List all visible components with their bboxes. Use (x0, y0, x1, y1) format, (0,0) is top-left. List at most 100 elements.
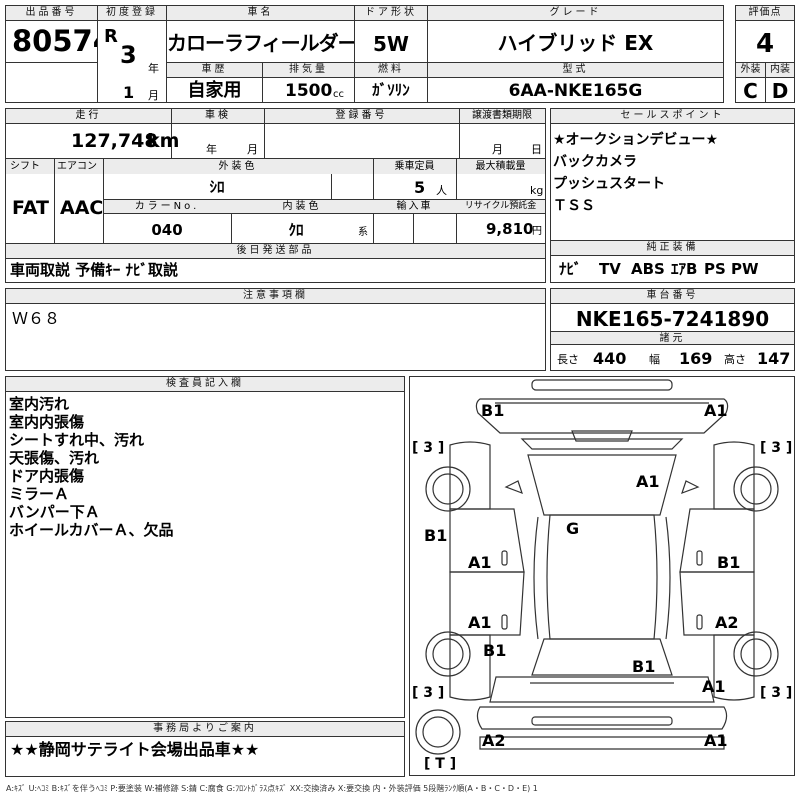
displacement: 1500 (285, 81, 333, 101)
intcolor-unit: 系 (358, 227, 368, 238)
colorno-label: カラーNo. (134, 201, 200, 212)
score-box: 評価点 4 (735, 5, 795, 63)
sales-point-item: ＴＳＳ (553, 198, 595, 214)
shift: FAT (12, 197, 49, 219)
damage-mark: B1 (632, 657, 656, 676)
first-reg-box: 初度登録 R 3 年 1 月 (97, 5, 167, 103)
sales-point-item: ★オークションデビュー★ (553, 132, 719, 148)
equipment-item: TV (599, 260, 621, 278)
caution-box: 注意事項欄 Ｗ６８ (5, 288, 546, 371)
exterior-grade: C (743, 79, 758, 103)
lot-box: 出品番号 80574 (5, 5, 113, 63)
width: 169 (679, 349, 713, 368)
recycle-unit: 円 (532, 226, 542, 237)
wheel-front-left-label: [ 3 ] (412, 440, 445, 456)
month-unit: 月 (148, 89, 159, 102)
car-name: カローラフィールダー (167, 31, 358, 55)
sales-point-item: バックカメラ (553, 154, 637, 170)
shift-label: シフト (10, 161, 40, 172)
inspector-note: ホイールカバーＡ、欠品 (9, 521, 174, 539)
load-unit: kg (530, 184, 544, 197)
door-box: ドア形状 5W (354, 5, 428, 63)
chassis-label: 車台番号 (551, 289, 794, 304)
mileage-label: 走行 (75, 110, 102, 121)
reg-month: 1 (123, 83, 135, 102)
load-label: 最大積載量 (475, 161, 526, 172)
damage-mark: B1 (481, 401, 505, 420)
grade-label: グレード (428, 6, 723, 21)
transfer-label: 譲渡書類期限 (472, 110, 532, 121)
damage-mark: A1 (636, 472, 660, 491)
parts-label: 後日発送部品 (6, 244, 545, 259)
car-diagram (415, 379, 779, 755)
interior-grade: D (771, 79, 789, 103)
fuel-label: 燃料 (355, 63, 427, 78)
inspection-month-unit: 月 (247, 143, 258, 156)
chassis-box: 車台番号 NKE165-7241890 諸元 長さ 440 幅 169 高さ 1… (550, 288, 795, 371)
capacity: 5 (414, 178, 426, 197)
lot-number: 80574 (12, 24, 113, 58)
damage-mark: A1 (704, 731, 728, 750)
exterior-label: 外装 (736, 63, 765, 78)
grade-box: グレード ハイブリッド EX (427, 5, 724, 63)
exterior-box: 外装 C (735, 62, 766, 103)
caution-text: Ｗ６８ (12, 309, 61, 328)
inspection-year-unit: 年 (206, 143, 217, 156)
damage-mark: A1 (702, 677, 726, 696)
model: 6AA-NKE165G (508, 81, 643, 101)
width-label: 幅 (649, 353, 660, 366)
era: R (104, 26, 118, 47)
inspector-note: ドア内張傷 (9, 467, 85, 485)
damage-mark: A1 (704, 401, 728, 420)
recycle-label: リサイクル預託金 (464, 201, 537, 211)
equipment-box: 純正装備 ﾅﾋﾞ TV ABS ｴｱB PS PW (550, 240, 795, 283)
mileage: 127,748 (71, 130, 158, 152)
door-shape: 5W (373, 32, 409, 56)
specs-row2-header-bg (6, 159, 545, 174)
capacity-unit: 人 (436, 184, 447, 197)
equipment-item: PS (704, 260, 726, 278)
ac: AAC (60, 197, 104, 219)
import-label: 輸入車 (396, 201, 433, 212)
inspector-note: 室内汚れ (9, 395, 70, 413)
dims-label: 諸元 (551, 331, 794, 345)
history-label: 車歴 (167, 63, 262, 78)
door-label: ドア形状 (355, 6, 427, 21)
height-label: 高さ (724, 353, 746, 366)
sales-points-label: セールスポイント (551, 109, 794, 124)
damage-mark: A1 (468, 553, 492, 572)
equipment-item: ABS (631, 260, 665, 278)
specs-table: 走行 車検 登録番号 譲渡書類期限 127,748 km 年 月 月 日 シフト… (5, 108, 546, 283)
chassis-number: NKE165-7241890 (575, 307, 770, 331)
inspector-label: 検査員記入欄 (6, 377, 404, 392)
sales-points-box: セールスポイント ★オークションデビュー★ バックカメラ プッシュスタート ＴＳ… (550, 108, 795, 241)
inspector-note: バンパー下Ａ (9, 503, 100, 521)
inspection-label: 車検 (205, 110, 231, 121)
model-label: 型式 (428, 63, 723, 78)
inspector-box: 検査員記入欄 室内汚れ 室内内張傷 シートすれ中、汚れ 天張傷、汚れ ドア内張傷… (5, 376, 405, 718)
fuel: ｶﾞｿﾘﾝ (372, 81, 410, 99)
damage-mark: B1 (424, 526, 448, 545)
damage-mark: A2 (482, 731, 506, 750)
car-name-label: 車名 (167, 6, 354, 21)
capacity-label: 乗車定員 (394, 161, 435, 172)
car-name-box: 車名 カローラフィールダー (166, 5, 358, 63)
legend: A:ｷｽﾞ U:ﾍｺﾐ B:ｷｽﾞを伴うﾍｺﾐ P:要塗装 W:補修跡 S:錆 … (6, 784, 538, 793)
displacement-label: 排気量 (263, 63, 354, 78)
color-label: 外装色 (218, 161, 258, 172)
length-label: 長さ (557, 353, 579, 366)
transfer-day-unit: 日 (531, 143, 542, 156)
office-notice: ★★静岡サテライト会場出品車★★ (10, 740, 260, 759)
office-label: 事務局よりご案内 (6, 722, 404, 737)
equipment-item: PW (731, 260, 759, 278)
score-label: 評価点 (736, 6, 794, 21)
displacement-unit: cc (333, 89, 344, 100)
color-number: 040 (151, 221, 183, 239)
first-reg-label: 初度登録 (98, 6, 166, 21)
history-box: 車歴 自家用 (166, 62, 263, 103)
damage-mark: B1 (717, 553, 741, 572)
height: 147 (757, 349, 791, 368)
inspector-notes: 室内汚れ 室内内張傷 シートすれ中、汚れ 天張傷、汚れ ドア内張傷 ミラーＡ バ… (9, 395, 174, 539)
lot-label: 出品番号 (6, 6, 97, 21)
